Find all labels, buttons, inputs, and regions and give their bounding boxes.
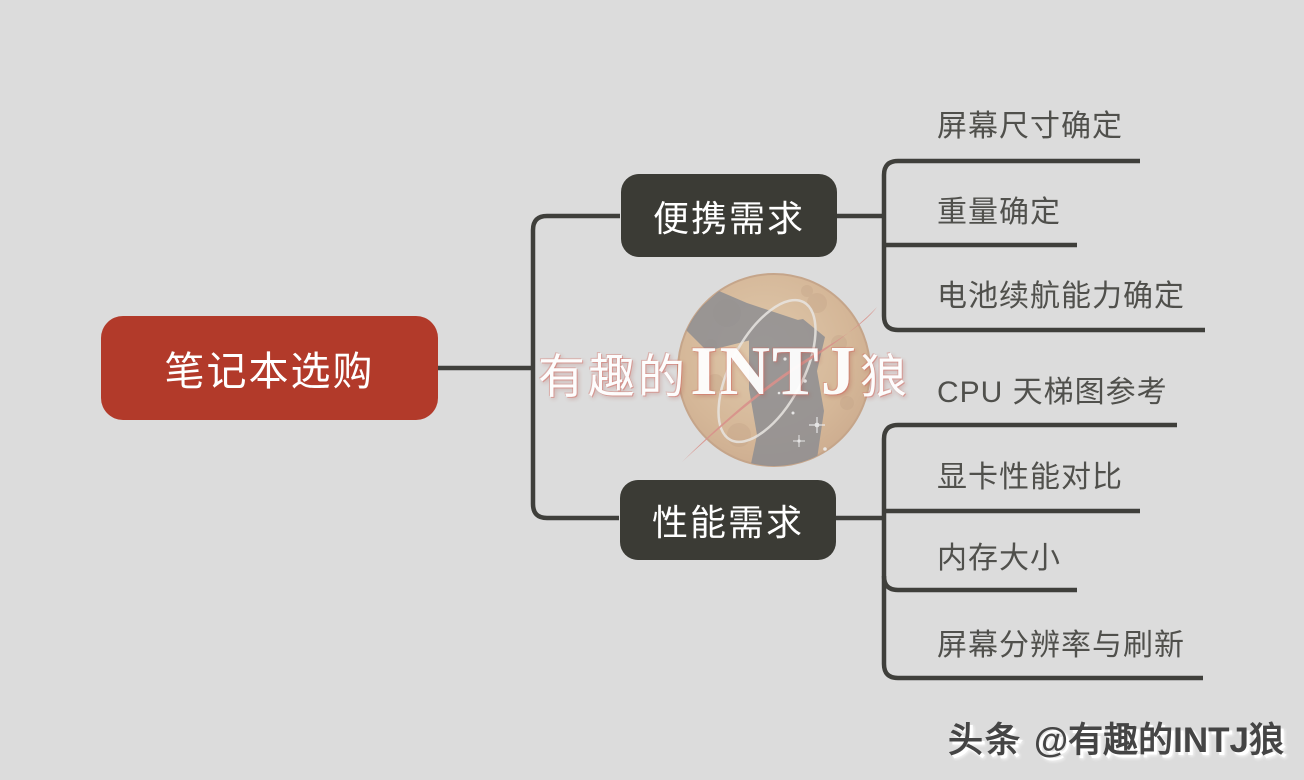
watermark-prefix: 有趣的 — [538, 351, 688, 404]
attribution-handle: @有趣的INTJ狼 — [1034, 721, 1284, 760]
leaf-topic-cpu[interactable]: CPU 天梯图参考 — [937, 376, 1168, 409]
star-dots — [777, 357, 827, 451]
branch-node-portability[interactable]: 便携需求 — [621, 174, 837, 257]
watermark-suffix: 狼 — [859, 351, 910, 404]
root-topic-node[interactable]: 笔记本选购 — [101, 316, 438, 420]
moon-craters — [705, 285, 854, 447]
leaf-topic-memory[interactable]: 内存大小 — [937, 542, 1061, 575]
leaf-topic-weight[interactable]: 重量确定 — [937, 196, 1061, 229]
leaf-topic-battery[interactable]: 电池续航能力确定 — [937, 280, 1185, 313]
leaf-topic-gpu[interactable]: 显卡性能对比 — [937, 461, 1123, 494]
watermark-moon-logo — [677, 273, 877, 467]
branch-label: 便携需求 — [652, 197, 805, 239]
branch-node-performance[interactable]: 性能需求 — [620, 480, 836, 560]
connector-branch2-mid2 — [881, 575, 1077, 593]
leaf-topic-resolution[interactable]: 屏幕分辨率与刷新 — [937, 629, 1185, 662]
root-topic-label: 笔记本选购 — [164, 350, 375, 394]
connector-branch2-outer — [881, 422, 1203, 681]
attribution-platform: 头条 — [948, 721, 1023, 760]
moon-circle — [677, 273, 871, 467]
connector-trunk — [530, 213, 620, 521]
attribution: 头条 @有趣的INTJ狼 — [948, 712, 1284, 763]
orbit-ellipse — [717, 298, 817, 444]
watermark-core: INTJ — [690, 333, 858, 410]
wolf-silhouette — [681, 291, 825, 466]
watermark-text: 有趣的 INTJ 狼 — [538, 330, 910, 414]
branch-label: 性能需求 — [651, 502, 804, 543]
leaf-topic-screen-size[interactable]: 屏幕尺寸确定 — [937, 110, 1123, 143]
